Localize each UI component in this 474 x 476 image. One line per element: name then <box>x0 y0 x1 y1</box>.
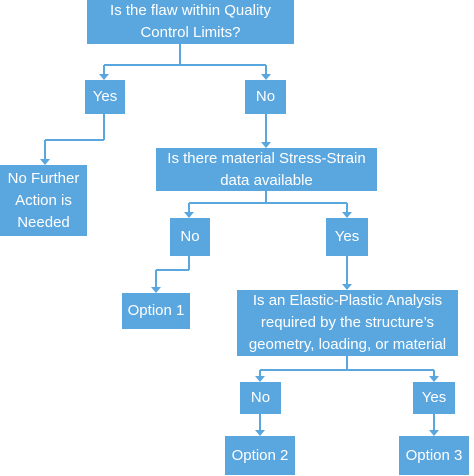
elastic-plastic-no: No <box>240 382 281 414</box>
no-further-action: No Further Action is Needed <box>0 165 87 236</box>
stress-strain-no: No <box>170 218 210 256</box>
option-3: Option 3 <box>399 436 469 475</box>
option-2: Option 2 <box>225 436 295 475</box>
option-1: Option 1 <box>122 293 190 329</box>
stress-strain-yes: Yes <box>326 218 368 256</box>
quality-limits-yes: Yes <box>85 80 125 114</box>
quality-limits-no: No <box>245 80 286 114</box>
quality-limits-question: Is the flaw within Quality Control Limit… <box>87 0 294 44</box>
stress-strain-question: Is there material Stress-Strain data ava… <box>156 148 377 191</box>
elastic-plastic-yes: Yes <box>413 382 455 414</box>
elastic-plastic-question: Is an Elastic-Plastic Analysis required … <box>237 290 458 356</box>
